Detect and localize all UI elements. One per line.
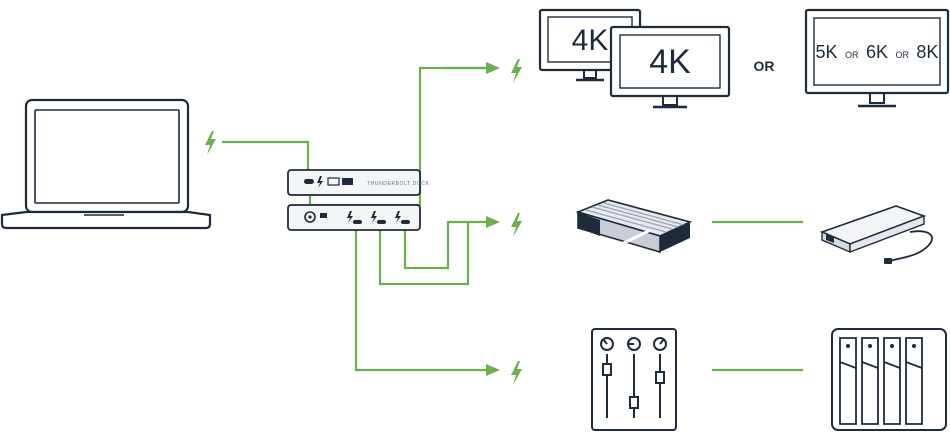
or-small-label: OR: [895, 50, 909, 60]
resolution-6k: 6K: [866, 42, 888, 62]
power-port-pin: [308, 215, 312, 219]
usb-c-port: [401, 220, 410, 224]
usb-c-port: [304, 179, 314, 184]
thunderbolt-icon: [511, 361, 522, 385]
arrowhead-mixer: [486, 364, 500, 376]
connection-lines: [222, 66, 803, 372]
large-monitor-icon: 5K OR 6K OR 8K: [804, 8, 950, 108]
monitor-icon: 4K: [609, 25, 731, 109]
arrowhead-monitors: [486, 62, 500, 74]
thunderbolt-icon: [511, 213, 522, 237]
monitor-resolution-label: 4K: [649, 43, 691, 81]
dock-to-monitors-line: [308, 66, 492, 207]
external-drive-icon: [575, 199, 693, 254]
displayport-port: [320, 213, 327, 218]
thunderbolt-icon: [347, 211, 353, 223]
dock-brand-text: THUNDERBOLT DOCK: [367, 181, 430, 187]
thunderbolt-icon: [205, 131, 216, 155]
dock-rear-panel: [287, 204, 421, 231]
dock-icon: THUNDERBOLT DOCK: [287, 169, 430, 231]
laptop-to-dock-line: [222, 140, 310, 171]
or-small-label: OR: [845, 50, 859, 60]
resolution-5k: 5K: [816, 42, 838, 62]
large-monitor-resolutions: 5K OR 6K OR 8K: [816, 42, 939, 62]
thunderbolt-icon: [317, 176, 323, 188]
monitor-resolution-label: 4K: [572, 24, 609, 57]
usb-c-port: [353, 220, 362, 224]
usb-a-port: [342, 178, 353, 185]
thunderbolt-icon: [395, 211, 401, 223]
thunderbolt-icon: [371, 211, 377, 223]
or-label: OR: [754, 58, 775, 74]
ssd-icon: [819, 205, 933, 264]
resolution-8k: 8K: [916, 42, 938, 62]
dock-to-drive-line-outer: [378, 222, 470, 286]
arrowhead-drive: [486, 216, 500, 228]
laptop-icon: [0, 98, 212, 230]
bolt-icons: [205, 59, 522, 385]
dock-to-mixer-line: [354, 224, 492, 372]
power-port: [304, 211, 316, 223]
ssd-cable-plug: [884, 258, 892, 264]
usb-c-port: [377, 220, 386, 224]
audio-mixer-icon: [591, 328, 677, 431]
arrowheads: [486, 62, 500, 376]
usb-a-port: [327, 177, 340, 186]
raid-storage-icon: [831, 328, 947, 431]
thunderbolt-icon: [511, 59, 522, 83]
ssd-cable: [889, 230, 933, 263]
dock-to-drive-line-inner: [403, 220, 492, 270]
drive-light-slot: [621, 229, 650, 246]
